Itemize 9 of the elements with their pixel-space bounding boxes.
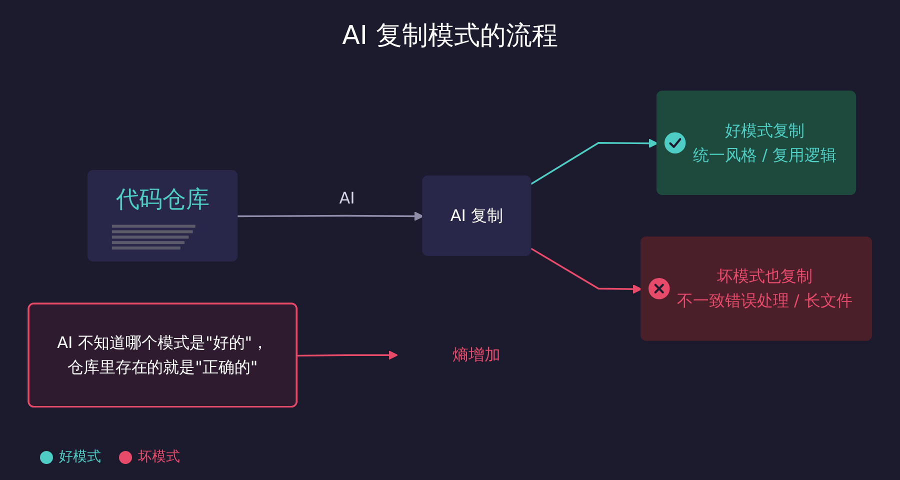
diagram-title: AI 复制模式的流程 <box>342 21 558 51</box>
arrow <box>297 350 398 360</box>
legend-label: 坏模式 <box>138 448 180 466</box>
arrow <box>238 212 424 221</box>
legend-label: 好模式 <box>59 448 101 466</box>
arrow <box>530 248 642 294</box>
edge-label: AI <box>339 188 355 208</box>
arrow <box>530 138 658 185</box>
node-text: 熵增加 <box>452 345 501 364</box>
